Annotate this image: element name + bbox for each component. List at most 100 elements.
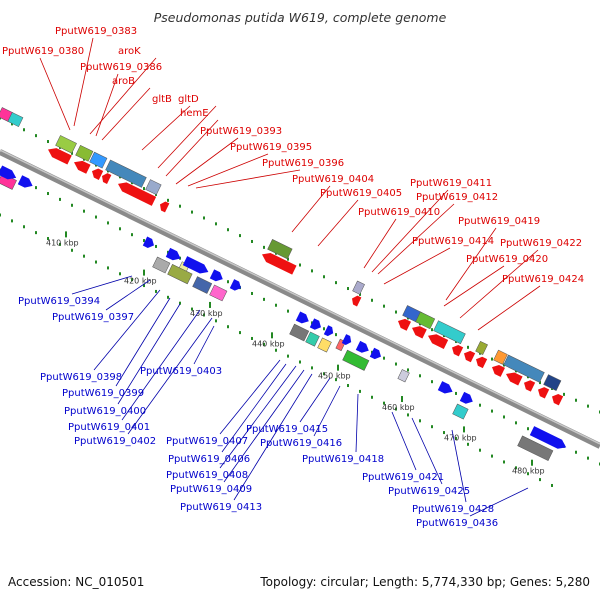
scale-tick-label: 420 kbp [124, 277, 157, 286]
bottom-gene-label: PputW619_0409 [170, 484, 252, 495]
top-gene-label: PputW619_0422 [500, 238, 582, 249]
gene-arrow-reverse [552, 393, 564, 406]
top-label-leader [39, 57, 71, 131]
guide-dot [227, 228, 229, 232]
gene-feature [165, 247, 181, 261]
gene-feature [75, 144, 94, 162]
gene-feature [267, 239, 293, 260]
gene-feature [352, 295, 362, 307]
gene-box [415, 311, 436, 330]
top-label-leader [443, 265, 505, 307]
gene-feature [192, 276, 213, 294]
bottom-label-leader [105, 279, 151, 311]
guide-dot [299, 263, 301, 267]
bottom-gene-label: PputW619_0407 [166, 436, 248, 447]
guide-dot [419, 374, 421, 378]
guide-dot [35, 186, 37, 190]
guide-dot [215, 222, 217, 226]
guide-dot [167, 295, 169, 299]
gene-arrow-reverse [452, 344, 464, 357]
gene-box [192, 276, 213, 294]
guide-dot [395, 310, 397, 314]
guide-dot [11, 219, 13, 223]
top-gene-label: PputW619_0411 [410, 178, 492, 189]
guide-dot [383, 304, 385, 308]
gene-arrow-forward [369, 347, 381, 360]
gene-arrow-forward [295, 311, 309, 324]
guide-dot [71, 248, 73, 252]
gene-arrow-forward [142, 236, 154, 248]
gene-feature [145, 179, 162, 196]
gene-feature [398, 318, 411, 331]
guide-dot [119, 227, 121, 231]
gene-feature [118, 182, 157, 206]
guide-dot [95, 260, 97, 264]
guide-dot [47, 140, 49, 144]
bottom-gene-label: PputW619_0421 [362, 472, 444, 483]
guide-dot [155, 244, 157, 248]
bottom-label-leader [93, 289, 161, 371]
scale-tick-label: 450 kbp [318, 372, 351, 381]
gene-arrow-reverse [262, 252, 297, 275]
gene-arrow-forward [17, 175, 33, 188]
guide-dot [263, 342, 265, 346]
bottom-gene-label: PputW619_0413 [180, 502, 262, 513]
guide-dot [455, 436, 457, 440]
guide-dot [131, 278, 133, 282]
bottom-gene-label: PputW619_0406 [168, 454, 250, 465]
top-gene-label: PputW619_0420 [466, 254, 548, 265]
bottom-label-leader [411, 417, 443, 485]
bottom-gene-label: PputW619_0400 [64, 406, 146, 417]
gene-arrow-reverse [428, 334, 449, 349]
gene-arrow-reverse [524, 380, 536, 392]
gene-arrow-forward [165, 247, 181, 261]
gene-feature [415, 311, 436, 330]
guide-dot [275, 303, 277, 307]
gene-arrow-forward [323, 325, 334, 337]
gene-box [433, 320, 466, 345]
top-gene-label: PputW619_0395 [230, 142, 312, 153]
scale-tick-label: 460 kbp [382, 403, 415, 412]
guide-dot [143, 187, 145, 191]
gene-feature [538, 387, 550, 399]
guide-dot [563, 392, 565, 396]
gene-box [289, 323, 310, 342]
gene-arrow-forward [229, 279, 241, 291]
gene-box [209, 284, 228, 302]
gene-box [493, 349, 508, 365]
top-gene-label: PputW619_0404 [292, 174, 374, 185]
gene-box [105, 159, 147, 188]
guide-dot [71, 203, 73, 207]
genome-summary-text: Topology: circular; Length: 5,774,330 bp… [260, 575, 590, 589]
gene-box [55, 135, 77, 154]
bottom-gene-labels: PputW619_0394PputW619_0397PputW619_0398P… [18, 275, 529, 529]
gene-feature [412, 326, 427, 339]
bottom-label-leader [221, 363, 287, 453]
top-label-leader [477, 285, 541, 331]
gene-box [145, 179, 162, 196]
gene-feature [295, 311, 309, 324]
gene-feature [209, 284, 228, 302]
top-label-leader [141, 105, 191, 151]
figure-title: Pseudomonas putida W619, complete genome [153, 10, 447, 25]
gene-arrow-reverse [464, 350, 476, 363]
guide-dot [431, 425, 433, 429]
guide-dot [11, 122, 13, 126]
scale-tick-label: 480 kbp [512, 467, 545, 476]
top-gene-label: PputW619_0396 [262, 158, 344, 169]
gene-box [305, 331, 320, 347]
top-label-leader [95, 73, 119, 137]
gene-feature [305, 331, 320, 347]
bottom-label-leader [193, 325, 215, 365]
gene-feature [524, 380, 536, 392]
top-label-leader [187, 153, 269, 187]
gene-box [517, 435, 554, 461]
gene-box [317, 337, 332, 353]
gene-box [75, 144, 94, 162]
gene-feature [92, 168, 104, 180]
top-gene-label: PputW619_0380 [2, 46, 84, 57]
bottom-gene-label: PputW619_0394 [18, 296, 100, 307]
guide-dot [491, 454, 493, 458]
top-label-leader [459, 249, 539, 319]
